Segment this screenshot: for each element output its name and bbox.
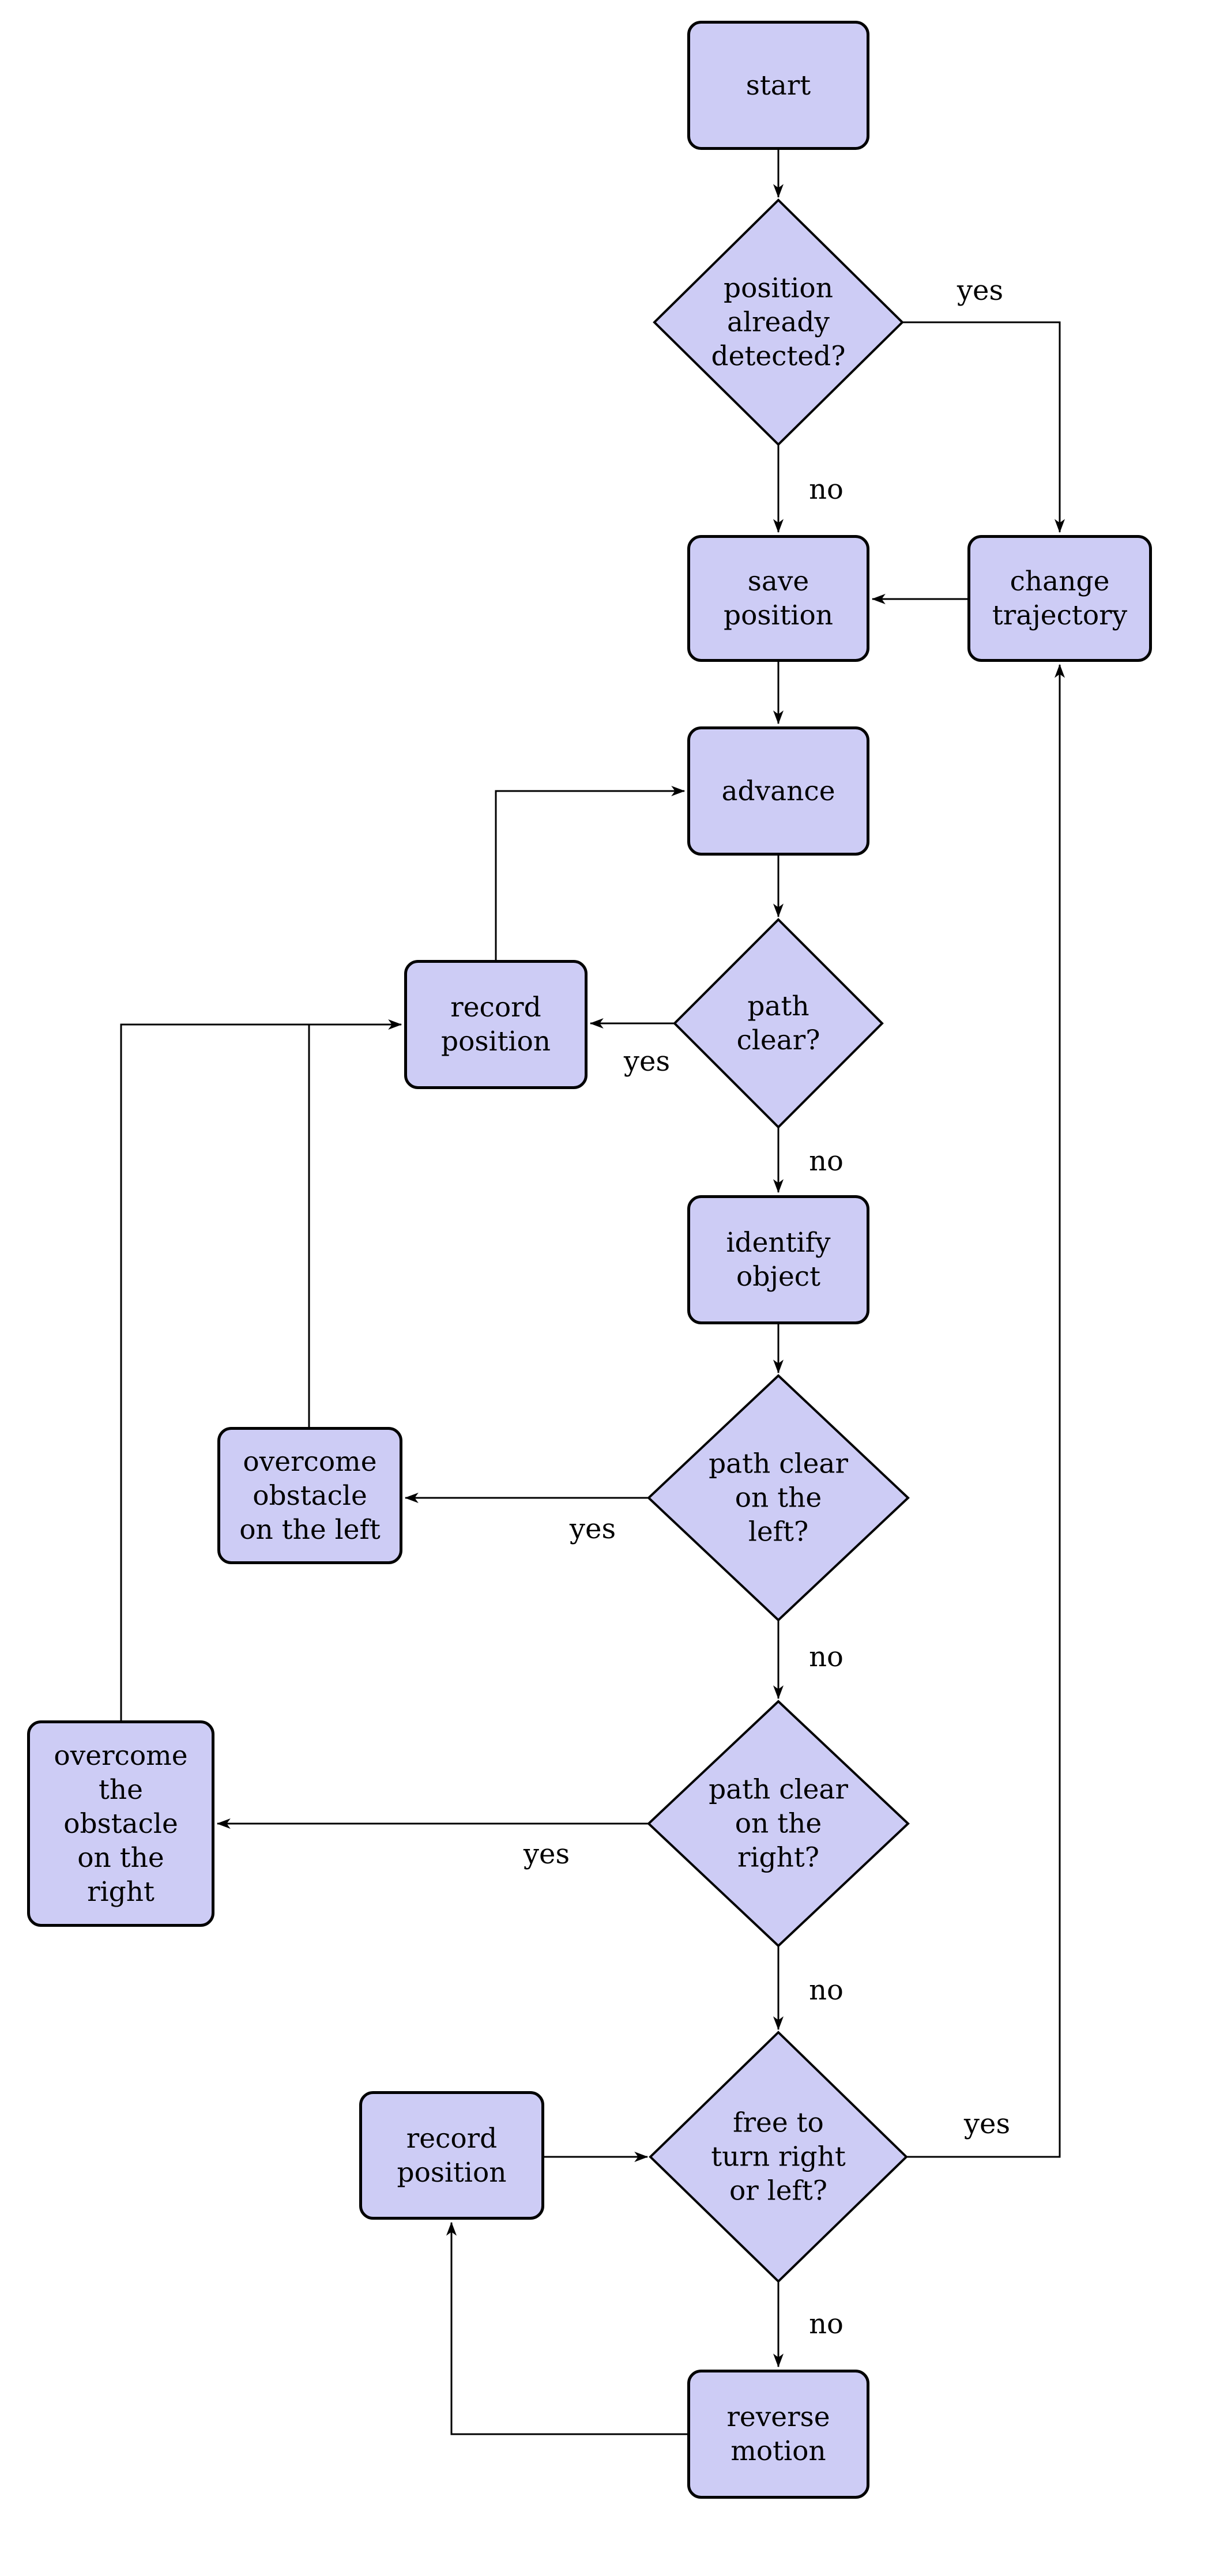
node-reverse-motion: reverse motion — [687, 2370, 869, 2499]
decision-position-detected-text: position already detected? — [711, 272, 846, 374]
node-overcome-left-label: on the left — [239, 1513, 381, 1546]
node-record-position-1: record position — [404, 960, 588, 1089]
edge-group — [120, 150, 1065, 2435]
decision-path-clear-left-text: path clear on the left? — [709, 1447, 848, 1549]
edge-label-path-clear-right-no: no — [809, 1974, 843, 2006]
decision-path-clear-right-shape — [647, 1700, 910, 1948]
decision-path-clear-left-shape — [647, 1374, 910, 1622]
edge-label-path-clear-no: no — [809, 1145, 843, 1177]
node-identify-object: identify object — [687, 1195, 869, 1324]
node-identify-object-label: identify — [726, 1227, 831, 1259]
decision-path-clear-line: clear? — [736, 1025, 820, 1056]
decision-free-to-turn-line: free to — [733, 2107, 824, 2139]
decision-position-detected-shape — [653, 198, 904, 446]
decision-path-clear-left-line: path clear — [709, 1448, 848, 1480]
node-overcome-left: overcome obstacle on the left — [217, 1427, 402, 1564]
decision-path-clear-right-line: on the — [735, 1807, 822, 1840]
decision-position-detected-line: position — [723, 272, 834, 304]
node-advance: advance — [687, 726, 869, 856]
edge-label-path-clear-right-yes: yes — [523, 1838, 570, 1870]
edge-label-free-to-turn-yes: yes — [963, 2108, 1011, 2140]
node-record-position-1-label: record — [450, 992, 541, 1023]
edge-label-position-detected-yes: yes — [957, 274, 1004, 307]
edge-reverse-motion-to-record-position-2 — [446, 2221, 687, 2435]
node-change-trajectory-label: trajectory — [992, 600, 1128, 631]
node-save-position: save position — [687, 535, 869, 662]
edge-label-position-detected-no: no — [809, 473, 843, 506]
decision-free-to-turn-text: free to turn right or left? — [711, 2106, 846, 2208]
node-save-position-label: save — [747, 566, 809, 597]
node-overcome-right-label: on the — [77, 1841, 164, 1874]
edge-position-detected-yes-to-change-trajectory — [902, 321, 1065, 533]
node-start-label: start — [745, 69, 811, 101]
edge-label-path-clear-left-yes: yes — [569, 1513, 616, 1545]
node-overcome-left-label: obstacle — [253, 1479, 367, 1512]
decision-free-to-turn-shape — [649, 2031, 908, 2283]
node-advance-label: advance — [721, 775, 835, 807]
node-overcome-right-label: the — [99, 1773, 143, 1806]
decision-path-clear-left-line: left? — [748, 1516, 809, 1548]
node-start: start — [687, 21, 869, 150]
decision-path-clear-left-line: on the — [735, 1482, 822, 1514]
node-reverse-motion-label: reverse — [726, 2401, 830, 2433]
decision-path-clear-right-line: path clear — [709, 1773, 848, 1806]
node-overcome-right-label: obstacle — [63, 1807, 178, 1840]
node-change-trajectory: change trajectory — [967, 535, 1152, 662]
node-overcome-right: overcome the obstacle on the right — [27, 1720, 214, 1927]
node-overcome-right-label: right — [87, 1875, 155, 1908]
node-record-position-2: record position — [359, 2091, 544, 2220]
edge-label-path-clear-left-no: no — [809, 1641, 843, 1673]
node-record-position-2-label: position — [397, 2156, 507, 2189]
decision-path-clear-right-text: path clear on the right? — [709, 1773, 848, 1875]
decision-path-clear-text: path clear? — [737, 989, 820, 1057]
diamond-group — [647, 198, 910, 2283]
edge-free-to-turn-yes-to-change-trajectory — [906, 664, 1065, 2158]
node-change-trajectory-label: change — [1010, 566, 1110, 597]
decision-path-clear-shape — [673, 918, 884, 1129]
node-identify-object-label: object — [736, 1261, 820, 1293]
node-save-position-label: position — [723, 600, 834, 631]
edge-overcome-right-to-record-position-1 — [120, 1019, 402, 1720]
node-record-position-2-label: record — [406, 2122, 498, 2155]
decision-free-to-turn-line: turn right — [711, 2141, 846, 2173]
node-overcome-right-label: overcome — [54, 1739, 188, 1772]
node-overcome-left-label: overcome — [243, 1445, 377, 1478]
edge-label-path-clear-yes: yes — [623, 1045, 671, 1078]
edge-record-position-1-to-advance — [495, 786, 686, 960]
decision-position-detected-line: already — [726, 306, 830, 338]
decision-path-clear-line: path — [747, 991, 809, 1022]
node-reverse-motion-label: motion — [730, 2435, 826, 2467]
node-record-position-1-label: position — [440, 1026, 551, 1057]
decision-free-to-turn-line: or left? — [729, 2175, 828, 2207]
decision-position-detected-line: detected? — [711, 340, 846, 372]
decision-path-clear-right-line: right? — [737, 1841, 819, 1874]
edge-label-free-to-turn-no: no — [809, 2308, 843, 2340]
